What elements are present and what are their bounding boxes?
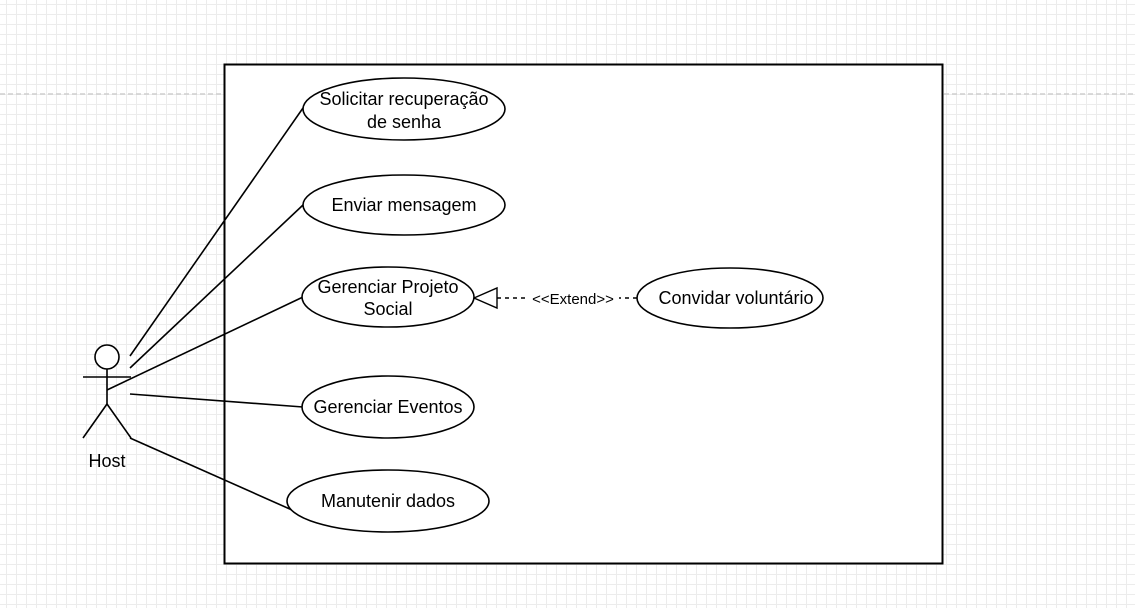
use-case-manutenir-label: Manutenir dados	[321, 491, 455, 511]
extend-label-bg	[527, 288, 619, 308]
association-gerenciar-eventos[interactable]	[129, 393, 304, 408]
use-case-solicitar-line2: de senha	[367, 112, 442, 132]
use-case-gerenciar-eventos[interactable]: Gerenciar Eventos	[301, 375, 475, 439]
use-case-gerenciar-projeto-line1: Gerenciar Projeto	[317, 277, 458, 297]
actor-left-leg	[82, 403, 108, 439]
use-case-gerenciar-eventos-label: Gerenciar Eventos	[313, 397, 462, 417]
actor-head-icon	[94, 344, 120, 370]
association-manutenir[interactable]	[129, 437, 293, 511]
use-case-convidar[interactable]: Convidar voluntário	[636, 267, 824, 329]
association-solicitar[interactable]	[129, 107, 304, 357]
extend-label: <<Extend>>	[532, 291, 614, 308]
association-gerenciar-projeto[interactable]	[106, 296, 304, 391]
use-case-convidar-label: Convidar voluntário	[658, 288, 813, 308]
actor-host[interactable]: Host	[82, 344, 132, 471]
use-case-gerenciar-projeto[interactable]: Gerenciar Projeto Social	[301, 266, 475, 328]
actor-name: Host	[88, 451, 125, 471]
use-case-enviar[interactable]: Enviar mensagem	[302, 174, 506, 236]
extend-arrowhead-icon	[472, 286, 498, 310]
use-case-gerenciar-projeto-line2: Social	[363, 299, 412, 319]
actor-right-leg	[106, 403, 132, 439]
use-case-manutenir[interactable]: Manutenir dados	[286, 469, 490, 533]
use-case-enviar-label: Enviar mensagem	[331, 195, 476, 215]
use-case-solicitar[interactable]: Solicitar recuperação de senha	[302, 77, 506, 141]
use-case-solicitar-line1: Solicitar recuperação	[319, 89, 488, 109]
association-enviar[interactable]	[129, 204, 304, 369]
